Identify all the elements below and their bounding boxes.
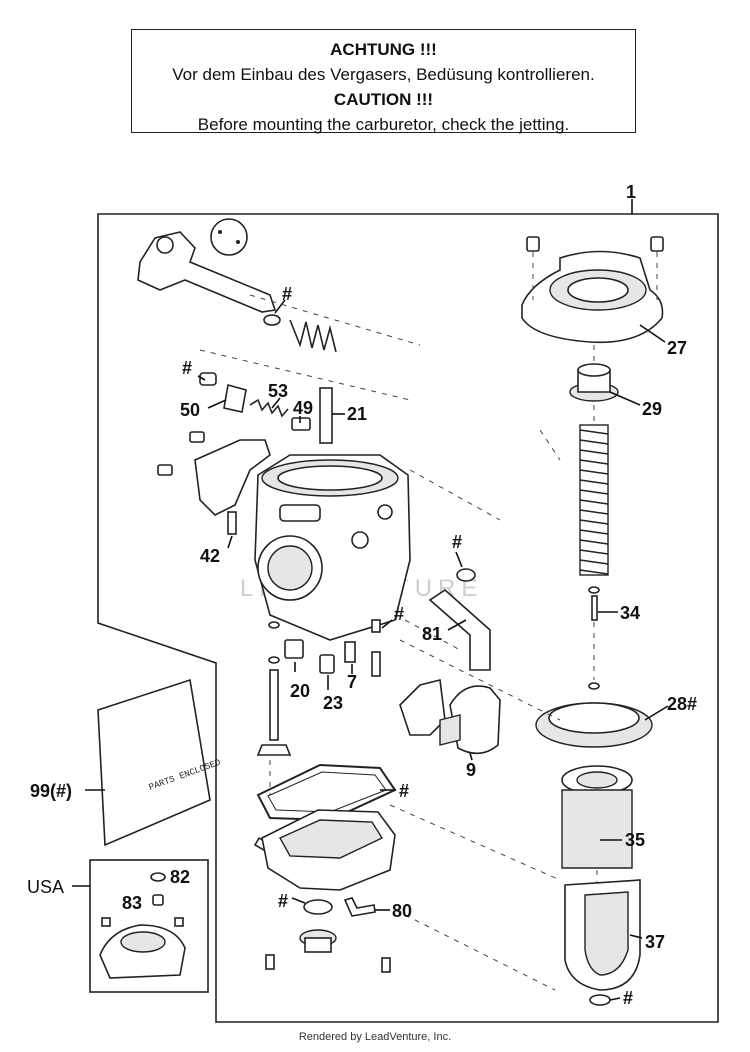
label-20: 20 bbox=[290, 681, 310, 701]
carburetor-body bbox=[254, 454, 411, 641]
footer-credit: Rendered by LeadVenture, Inc. bbox=[298, 1031, 452, 1043]
label-hash-7: # bbox=[394, 604, 404, 624]
label-83: 83 bbox=[122, 893, 142, 913]
label-usa: USA bbox=[27, 877, 64, 897]
warning-title-de: ACHTUNG !!! bbox=[330, 40, 437, 59]
label-9: 9 bbox=[466, 760, 476, 780]
bowl-o-ring bbox=[303, 899, 333, 915]
label-27: 27 bbox=[667, 338, 687, 358]
label-hash-top: # bbox=[282, 284, 292, 304]
bowl-screw-left bbox=[265, 954, 275, 970]
label-hash-50: # bbox=[182, 358, 192, 378]
jet-needle bbox=[588, 586, 600, 690]
warning-text-en: Before mounting the carburetor, check th… bbox=[197, 115, 570, 134]
label-53: 53 bbox=[268, 381, 288, 401]
leader-hash-81 bbox=[455, 551, 463, 568]
slide-piston bbox=[561, 765, 633, 869]
leader-37 bbox=[629, 934, 643, 939]
label-28: 28# bbox=[667, 694, 697, 714]
top-cover bbox=[521, 236, 664, 344]
label-82: 82 bbox=[170, 867, 190, 887]
leader-27 bbox=[639, 324, 666, 343]
diaphragm bbox=[535, 702, 653, 748]
label-81: 81 bbox=[422, 624, 442, 644]
throttle-spring bbox=[289, 319, 337, 353]
drain-plug bbox=[299, 929, 337, 953]
label-hash-bowl: # bbox=[399, 781, 409, 801]
slide-housing bbox=[564, 879, 641, 991]
float-bowl bbox=[261, 809, 396, 891]
label-34: 34 bbox=[620, 603, 640, 623]
hose-o-ring bbox=[456, 568, 476, 582]
leader-hash-50 bbox=[197, 375, 206, 381]
throttle-lever-assembly bbox=[137, 218, 281, 326]
piston-damper bbox=[569, 363, 619, 402]
idle-screw bbox=[227, 511, 237, 535]
usa-cover-parts bbox=[99, 872, 186, 979]
label-37: 37 bbox=[645, 932, 665, 952]
label-hash-bottom: # bbox=[623, 988, 633, 1008]
vent-hose bbox=[428, 588, 491, 671]
assembly-frame bbox=[97, 213, 719, 1023]
label-50: 50 bbox=[180, 400, 200, 420]
leader-9 bbox=[469, 752, 473, 761]
leader-hash-7 bbox=[381, 619, 393, 629]
label-21: 21 bbox=[347, 404, 367, 424]
elbow-fitting bbox=[343, 897, 376, 917]
leader-hash-80 bbox=[291, 897, 306, 904]
warning-title-en: CAUTION !!! bbox=[333, 90, 434, 109]
label-hash-80: # bbox=[278, 891, 288, 911]
leader-hash-bottom bbox=[609, 997, 621, 1001]
mounting-bracket bbox=[157, 431, 271, 516]
leader-53 bbox=[271, 397, 281, 409]
usa-subframe bbox=[89, 859, 209, 993]
label-7: 7 bbox=[347, 672, 357, 692]
warning-text-de: Vor dem Einbau des Vergasers, Bedüsung k… bbox=[172, 65, 595, 84]
leader-50 bbox=[207, 399, 227, 409]
label-hash-81: # bbox=[452, 532, 462, 552]
parts-bag: PARTS ENCLOSED bbox=[97, 678, 222, 847]
pilot-screw-parts bbox=[199, 372, 333, 444]
needle-jet-stack bbox=[256, 621, 292, 756]
caution-box: ACHTUNG !!! Vor dem Einbau des Vergasers… bbox=[131, 29, 636, 134]
label-49: 49 bbox=[293, 398, 313, 418]
jets-group bbox=[284, 619, 381, 677]
piston-spring bbox=[579, 424, 609, 576]
label-23: 23 bbox=[323, 693, 343, 713]
leader-28 bbox=[644, 705, 669, 721]
label-80: 80 bbox=[392, 901, 412, 921]
label-1: 1 bbox=[626, 182, 636, 202]
label-35: 35 bbox=[625, 830, 645, 850]
bottom-o-ring bbox=[589, 994, 611, 1006]
float bbox=[399, 679, 501, 755]
bowl-screw-right bbox=[381, 957, 391, 973]
leader-42 bbox=[227, 535, 233, 549]
leader-hash-top bbox=[274, 299, 286, 314]
label-99: 99(#) bbox=[30, 781, 72, 801]
leader-29 bbox=[609, 391, 641, 406]
leader-81 bbox=[447, 619, 467, 631]
label-42: 42 bbox=[200, 546, 220, 566]
label-29: 29 bbox=[642, 399, 662, 419]
